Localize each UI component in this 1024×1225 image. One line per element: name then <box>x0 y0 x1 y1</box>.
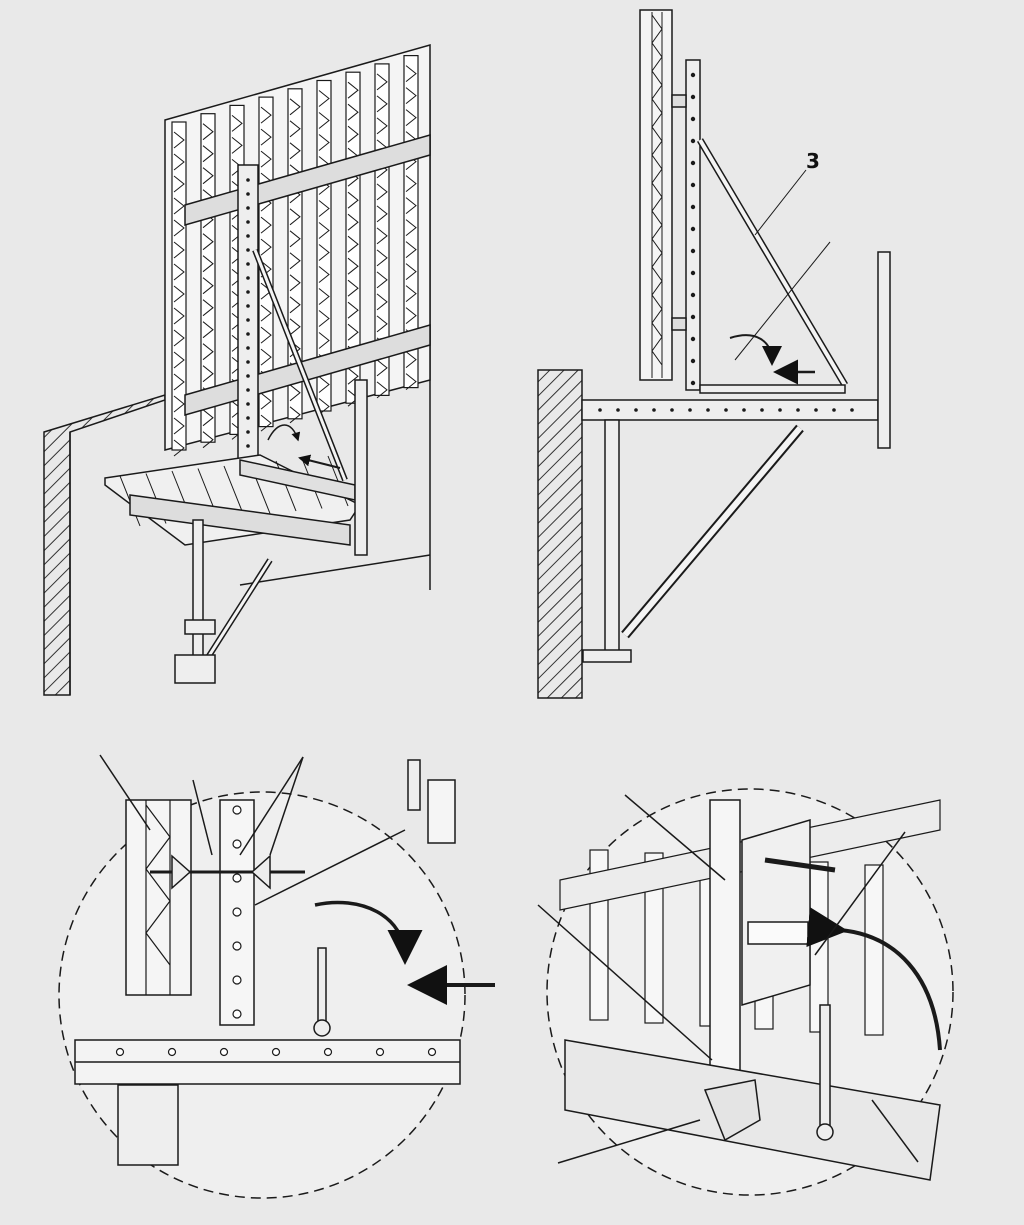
formwork-truss-panel <box>125 799 192 996</box>
curved-arrow-icon <box>314 900 423 965</box>
detail-view-right <box>537 788 954 1196</box>
strongback <box>237 164 259 471</box>
curved-arrow-icon <box>806 907 942 1051</box>
guardrail-post <box>354 379 368 556</box>
working-platform <box>104 454 362 546</box>
concrete-wall <box>537 369 583 699</box>
pin-detail-inset <box>427 779 456 844</box>
concrete-wall <box>43 393 166 696</box>
formwork-truss-panel <box>639 9 673 381</box>
scaffold-bracket <box>174 519 273 684</box>
side-elevation-view <box>537 9 891 699</box>
strongback <box>685 59 701 391</box>
bracket-post <box>604 419 620 661</box>
curved-arrow-icon <box>729 334 782 366</box>
detail-view-left <box>58 754 495 1199</box>
left-arrow-icon <box>298 454 341 469</box>
guardrail-post <box>877 251 891 449</box>
perspective-view <box>43 44 431 696</box>
curved-arrow-icon <box>267 424 301 442</box>
strongback <box>709 799 741 1086</box>
floor-edge-line <box>239 554 431 586</box>
callout-label: 3 <box>806 149 820 173</box>
formwork-panel <box>164 44 431 457</box>
